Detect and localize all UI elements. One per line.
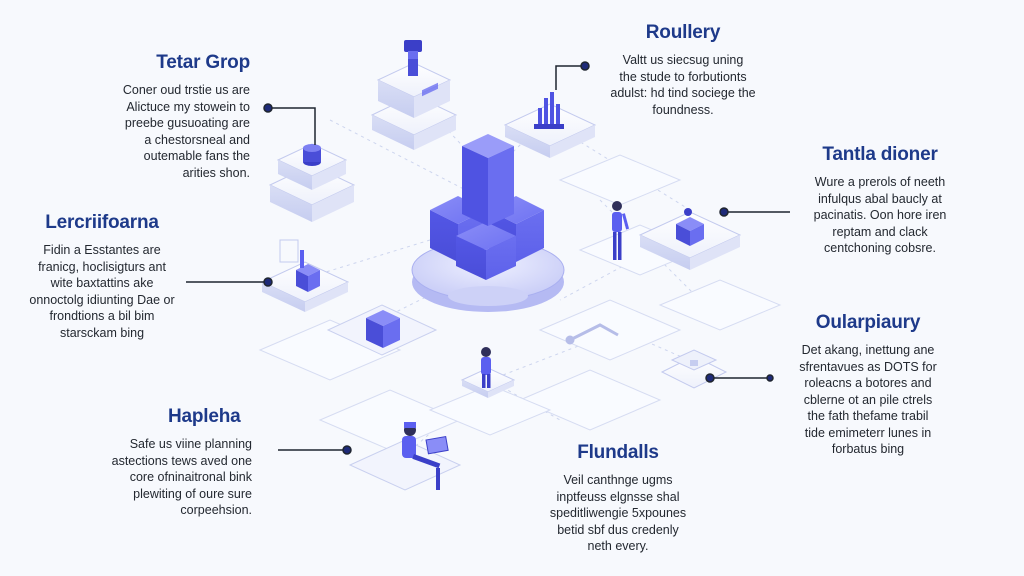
callout-left-bottom: Hapleha Safe us viine planning astection…	[70, 406, 252, 519]
callout-body: Wure a prerols of neeth infulqus abal ba…	[813, 175, 947, 255]
callout-title: Roullery	[645, 22, 721, 43]
callout-connectors	[186, 61, 790, 455]
callout-title: Tetar Grop	[156, 52, 250, 73]
callout-title: Hapleha	[168, 406, 241, 427]
network-panel	[660, 349, 728, 389]
developer-figure	[348, 422, 462, 491]
callout-body: Safe us viine planning astections tews a…	[111, 437, 252, 517]
module-cube	[326, 304, 438, 356]
engineer-figure-right	[612, 201, 630, 260]
callout-bottom-center: Flundalls Veil canthnge ugms inptfeuss e…	[528, 442, 708, 555]
callout-title: Flundalls	[577, 442, 659, 463]
server-tower-platform	[370, 40, 458, 150]
callout-body: Veil canthnge ugms inptfeuss elgnsse sha…	[549, 473, 687, 553]
bar-chart-icon	[538, 92, 560, 126]
callout-title: Oularpiaury	[815, 312, 921, 333]
callout-top-center: Roullery Valtt us siecsug uning the stud…	[588, 22, 778, 118]
robot-arm	[565, 323, 619, 345]
callout-title: Tantla dioner	[822, 144, 938, 165]
storage-platform	[638, 208, 742, 270]
database-platform	[268, 143, 356, 222]
hub-blocks	[430, 134, 544, 280]
engineer-figure-center	[460, 347, 516, 398]
callout-body: Fidin a Esstantes are franicg, hoclisigt…	[29, 243, 175, 340]
plug-icon	[404, 40, 422, 76]
central-hub	[411, 134, 565, 312]
database-icon	[303, 144, 321, 166]
analytics-platform	[503, 92, 597, 158]
device-platform	[260, 239, 350, 312]
callout-right-top: Tantla dioner Wure a prerols of neeth in…	[796, 144, 964, 257]
callout-body: Valtt us siecsug uning the stude to forb…	[610, 53, 756, 117]
callout-title: Lercriifoarna	[45, 212, 159, 233]
callout-right-bottom: Oularpiaury Det akang, inettung ane sfre…	[778, 312, 958, 458]
callout-body: Coner oud trstie us are Alictuce my stow…	[122, 83, 250, 180]
callout-body: Det akang, inettung ane sfrentavues as D…	[799, 343, 937, 456]
callout-top-left: Tetar Grop Coner oud trstie us are Alict…	[78, 52, 250, 181]
grid-tiles	[258, 154, 782, 451]
callout-left-mid: Lercriifoarna Fidin a Esstantes are fran…	[18, 212, 186, 341]
